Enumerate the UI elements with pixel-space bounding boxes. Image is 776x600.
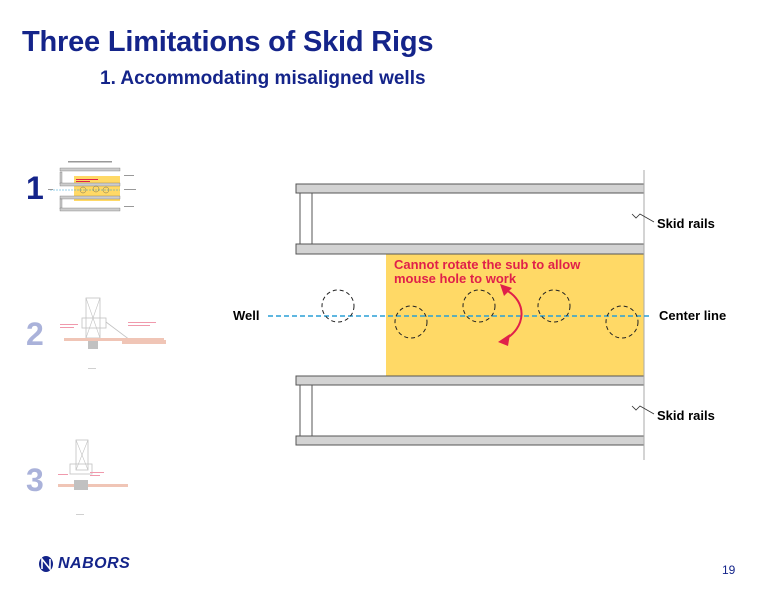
rotation-arrowhead-top (500, 284, 512, 296)
page-number: 19 (722, 563, 736, 577)
skid-rail-top-lower (295, 243, 645, 255)
annotation-line-2: mouse hole to work (394, 271, 517, 286)
rotation-annotation: Cannot rotate the sub to allow mouse hol… (394, 258, 624, 286)
thumbnail-1[interactable] (46, 158, 146, 218)
sidebar-number-2[interactable]: 2 (26, 316, 44, 352)
leader-line-skid-rails-top (631, 213, 655, 223)
annotation-line-1: Cannot rotate the sub to allow (394, 257, 581, 272)
thumbnail-2[interactable] (58, 292, 178, 372)
well-circle (394, 305, 428, 339)
well-circle (537, 289, 571, 323)
rotation-arrowhead-bottom (498, 334, 510, 346)
skid-rail-bottom-web (299, 384, 313, 437)
well-circle (321, 289, 355, 323)
slide-title: Three Limitations of Skid Rigs (22, 26, 434, 58)
well-label: Well (233, 308, 260, 323)
well-circle (462, 289, 496, 323)
well-circle (605, 305, 639, 339)
nabors-logo: NABORS (38, 555, 130, 573)
skid-rail-bottom-lower (295, 435, 645, 446)
slide-subtitle: 1. Accommodating misaligned wells (100, 68, 426, 89)
rig-highlight-area (386, 254, 644, 376)
sidebar-number-3[interactable]: 3 (26, 462, 44, 498)
center-line-label: Center line (659, 308, 727, 323)
skid-rail-bottom-upper (295, 375, 645, 386)
sidebar-number-1[interactable]: 1 (26, 170, 44, 206)
skid-rail-top-upper (295, 183, 645, 194)
nabors-logo-icon (39, 556, 53, 572)
skid-rails-label-top: Skid rails (657, 216, 715, 231)
skid-rails-label-bottom: Skid rails (657, 408, 715, 423)
leader-line-skid-rails-bottom (631, 405, 655, 415)
skid-rig-diagram (268, 170, 655, 460)
nabors-logo-text: NABORS (58, 555, 131, 572)
thumbnail-3[interactable] (56, 436, 166, 516)
skid-rail-top-web (299, 192, 313, 245)
